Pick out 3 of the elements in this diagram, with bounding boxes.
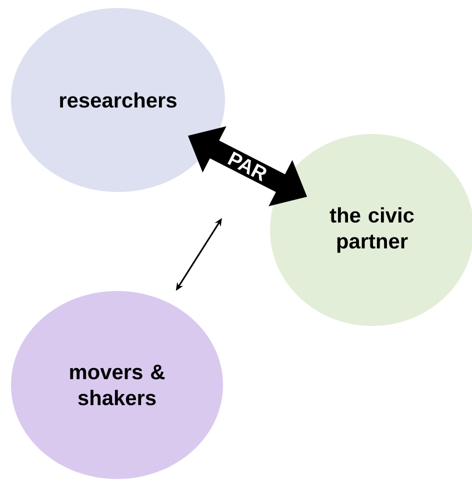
ellipse-node: movers & shakers xyxy=(11,291,223,479)
edge-label: PAR xyxy=(224,150,270,183)
ellipse-node: researchers xyxy=(11,8,225,192)
